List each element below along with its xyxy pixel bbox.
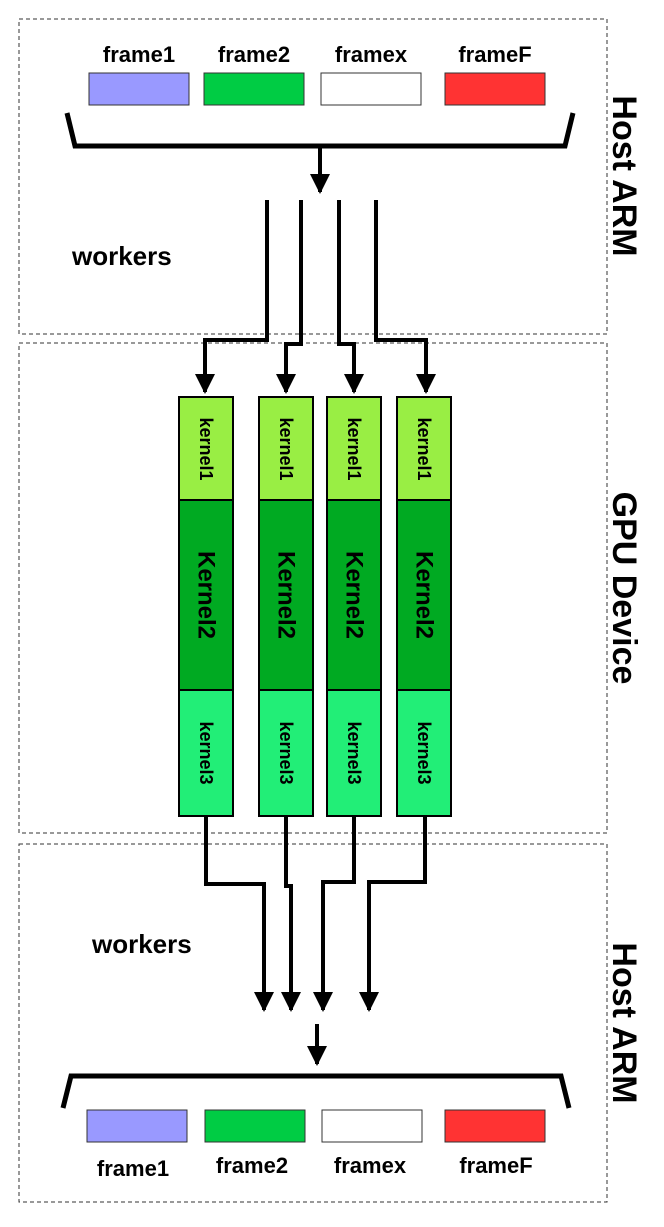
kernel3-label: kernel3 — [196, 721, 216, 784]
kernel3-label: kernel3 — [414, 721, 434, 784]
kernel2-label: Kernel2 — [273, 551, 300, 639]
kernel2-block — [326, 499, 382, 691]
worker-line — [195, 200, 269, 394]
frame-label: frame1 — [97, 1156, 169, 1181]
frame-label: frame1 — [103, 42, 175, 67]
kernel1-label: kernel1 — [276, 417, 296, 480]
worker-lines-down — [195, 200, 436, 394]
frame-swatch — [86, 1109, 188, 1143]
kernel-column-3: kernel1 Kernel2 kernel3 — [326, 396, 382, 817]
worker-line — [337, 200, 364, 394]
kernel1-label: kernel1 — [344, 417, 364, 480]
kernel2-block — [178, 499, 234, 691]
gpu-device-section — [18, 342, 608, 834]
top-brace — [64, 112, 576, 149]
bottom-host-section — [18, 843, 608, 1203]
worker-lines-up — [204, 816, 427, 1012]
kernel-column-2: kernel1 Kernel2 kernel3 — [258, 396, 314, 817]
gpu-device-label: GPU Device — [605, 492, 643, 685]
frame-swatch — [444, 1109, 546, 1143]
frame-swatch — [320, 72, 422, 106]
frame-swatch — [444, 72, 546, 106]
top-workers-label: workers — [71, 241, 172, 271]
frame-label: frame2 — [216, 1153, 288, 1178]
worker-line — [359, 816, 427, 1012]
kernel3-label: kernel3 — [276, 721, 296, 784]
kernel-column-4: kernel1 Kernel2 kernel3 — [396, 396, 452, 817]
kernel2-block — [258, 499, 314, 691]
bottom-frames: frame1 frame2 framex frameF — [86, 1109, 546, 1181]
kernel2-label: Kernel2 — [411, 551, 438, 639]
kernel-column-1: kernel1 Kernel2 kernel3 — [178, 396, 234, 817]
worker-line — [374, 200, 436, 394]
kernel3-label: kernel3 — [344, 721, 364, 784]
kernel1-label: kernel1 — [196, 417, 216, 480]
kernel1-block — [258, 396, 314, 501]
bottom-brace — [60, 1073, 572, 1109]
kernel2-label: Kernel2 — [193, 551, 220, 639]
kernel1-label: kernel1 — [414, 417, 434, 480]
kernel1-block — [178, 396, 234, 501]
top-host-section — [18, 18, 608, 335]
frame-swatch — [88, 72, 190, 106]
worker-line — [313, 816, 356, 1012]
kernel2-block — [396, 499, 452, 691]
kernel3-block — [258, 689, 314, 817]
frame-label: framex — [335, 42, 408, 67]
top-host-arm-label: Host ARM — [605, 95, 643, 256]
frame-label: frame2 — [218, 42, 290, 67]
bottom-workers-label: workers — [91, 929, 192, 959]
kernel1-block — [326, 396, 382, 501]
worker-line — [276, 200, 303, 394]
frame-label: frameF — [458, 42, 531, 67]
kernel3-block — [326, 689, 382, 817]
worker-line — [281, 816, 301, 1012]
frame-label: framex — [334, 1153, 407, 1178]
kernel3-block — [396, 689, 452, 817]
frame-label: frameF — [459, 1153, 532, 1178]
bottom-host-arm-label: Host ARM — [605, 942, 643, 1103]
worker-line — [204, 816, 274, 1012]
kernel2-label: Kernel2 — [341, 551, 368, 639]
frame-swatch — [321, 1109, 423, 1143]
frame-swatch — [204, 1109, 306, 1143]
top-frames: frame1 frame2 framex frameF — [88, 42, 546, 106]
frame-swatch — [203, 72, 305, 106]
